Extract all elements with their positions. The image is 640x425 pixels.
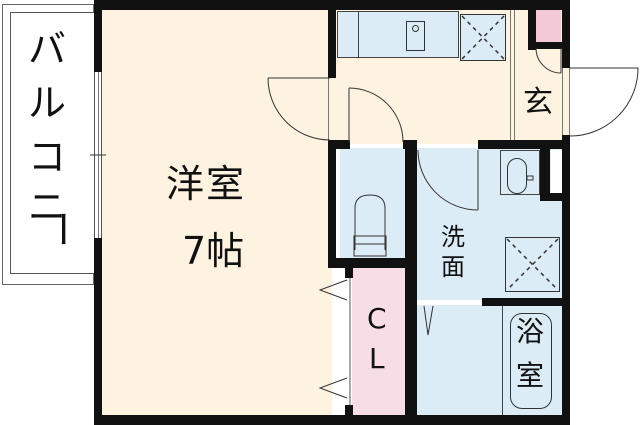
wall-toilet-washroom [405, 140, 417, 425]
balcony-label-2: ル [28, 81, 67, 125]
toilet-room [340, 148, 405, 260]
front-door[interactable] [562, 68, 570, 135]
bathroom-label-1: 浴 [516, 315, 545, 348]
room-door[interactable] [328, 78, 336, 140]
wall-basin-right [540, 148, 550, 200]
western-room [100, 8, 332, 416]
kitchen-sink [406, 21, 425, 51]
western-room-label: 洋室 [166, 162, 247, 206]
wall-room-kitchen-lower [328, 140, 336, 265]
wall-left-lower [94, 238, 102, 425]
bathroom-divider [502, 305, 503, 415]
shoe-cabinet [534, 10, 561, 48]
wall-left-upper [94, 0, 102, 72]
kitchen-counter-divider [358, 11, 359, 58]
balcony-inner [10, 12, 94, 274]
kitchen-counter [337, 11, 459, 58]
washroom-label-1: 洗 [441, 223, 465, 251]
balcony-label-3: コ [28, 135, 67, 179]
wall-corridor-bottom [328, 140, 350, 149]
entrance-label: 玄 [523, 85, 553, 120]
wall-basin-right-bottom [540, 193, 570, 201]
wall-bottom [94, 415, 570, 425]
pipe-space [551, 150, 562, 193]
closet-label-1: C [367, 302, 387, 335]
wall-room-kitchen-upper [328, 0, 336, 78]
closet-label-2: L [369, 342, 385, 375]
sink-drain-icon [412, 25, 419, 32]
bathroom-label-2: 室 [516, 359, 545, 392]
wall-shoe-cabinet [528, 0, 536, 50]
closet [352, 268, 407, 415]
washroom-label-2: 面 [441, 253, 465, 281]
western-room-size: 7帖 [182, 229, 245, 273]
balcony-label-4: ニ [28, 185, 67, 229]
wall-washroom-bath [482, 298, 570, 306]
wall-right-lower [562, 135, 570, 425]
wall-closet-left [345, 258, 353, 278]
wall-toilet-closet [328, 258, 413, 268]
wall-right-upper [562, 0, 570, 68]
bath-label-frame [510, 313, 552, 409]
entrance-step [510, 10, 515, 140]
balcony-label-1: バ [28, 27, 67, 71]
wall-closet-left-bottom [345, 405, 353, 417]
wall-corridor-bottom-right [478, 140, 570, 149]
wall-shoe-cabinet-bottom [528, 42, 568, 49]
